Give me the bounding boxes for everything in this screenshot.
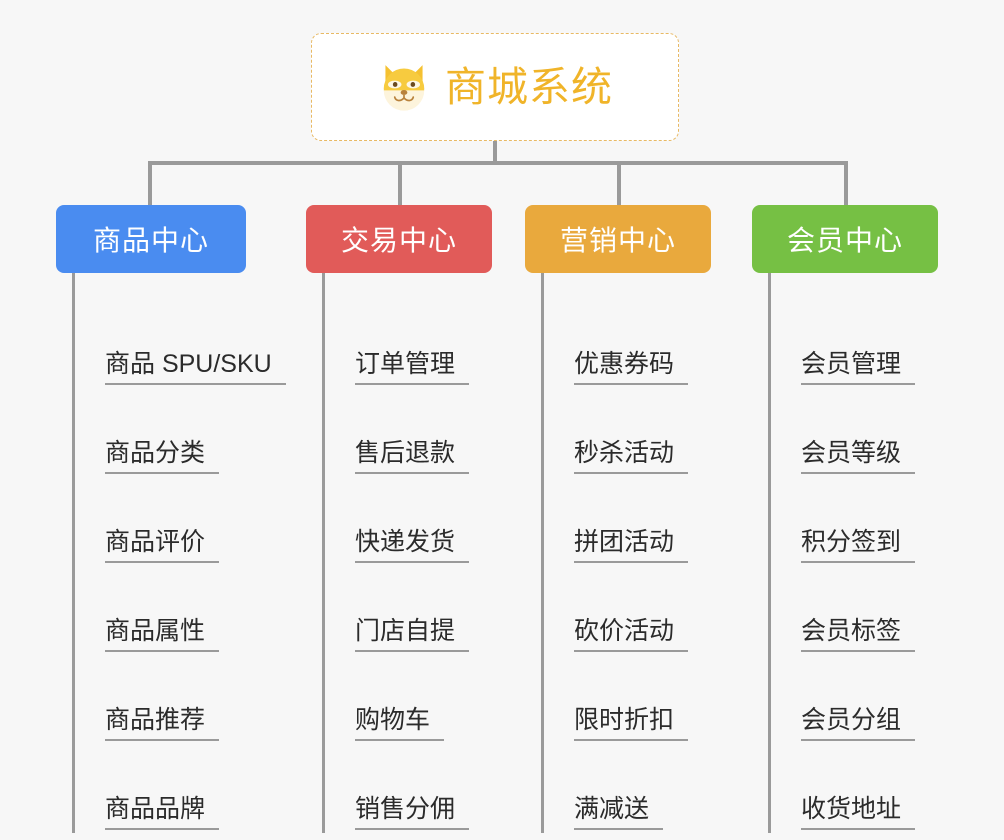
list-item-label: 会员等级 bbox=[801, 439, 916, 474]
branch-items-3: 优惠券码 秒杀活动 拼团活动 砍价活动 限时折扣 满减送 bbox=[541, 273, 715, 833]
list-item[interactable]: 商品评价 bbox=[75, 477, 246, 566]
connector-drop-4 bbox=[844, 161, 848, 205]
list-item[interactable]: 会员管理 bbox=[771, 299, 942, 388]
list-item-label: 商品品牌 bbox=[105, 795, 220, 830]
branch-column-3: 营销中心 优惠券码 秒杀活动 拼团活动 砍价活动 限时折扣 满减送 bbox=[525, 205, 715, 833]
branch-items-1: 商品 SPU/SKU 商品分类 商品评价 商品属性 商品推荐 商品品牌 bbox=[72, 273, 286, 833]
branch-items-2: 订单管理 售后退款 快递发货 门店自提 购物车 销售分佣 bbox=[322, 273, 496, 833]
list-item-label: 商品推荐 bbox=[105, 706, 220, 741]
list-item[interactable]: 收货地址 bbox=[771, 744, 942, 833]
list-item-label: 优惠券码 bbox=[574, 350, 689, 385]
list-item[interactable]: 砍价活动 bbox=[544, 566, 715, 655]
list-item-label: 销售分佣 bbox=[355, 795, 470, 830]
list-item[interactable]: 售后退款 bbox=[325, 388, 496, 477]
branch-column-4: 会员中心 会员管理 会员等级 积分签到 会员标签 会员分组 收货地址 bbox=[752, 205, 942, 833]
list-item-label: 商品评价 bbox=[105, 528, 220, 563]
branch-header-4[interactable]: 会员中心 bbox=[752, 205, 938, 273]
list-item[interactable]: 会员等级 bbox=[771, 388, 942, 477]
branch-label-3: 营销中心 bbox=[559, 225, 676, 256]
list-item-label: 售后退款 bbox=[355, 439, 470, 474]
list-item[interactable]: 满减送 bbox=[544, 744, 715, 833]
connector-horizontal-bus bbox=[148, 161, 848, 165]
list-item[interactable]: 销售分佣 bbox=[325, 744, 496, 833]
branch-items-4: 会员管理 会员等级 积分签到 会员标签 会员分组 收货地址 bbox=[768, 273, 942, 833]
list-item[interactable]: 积分签到 bbox=[771, 477, 942, 566]
list-item[interactable]: 商品品牌 bbox=[75, 744, 246, 833]
list-item-label: 拼团活动 bbox=[574, 528, 689, 563]
list-item[interactable]: 限时折扣 bbox=[544, 655, 715, 744]
branch-label-1: 商品中心 bbox=[92, 225, 209, 256]
branch-label-4: 会员中心 bbox=[786, 225, 903, 256]
list-item[interactable]: 会员分组 bbox=[771, 655, 942, 744]
list-item-label: 快递发货 bbox=[355, 528, 470, 563]
list-item-label: 会员标签 bbox=[801, 617, 916, 652]
connector-drop-3 bbox=[617, 161, 621, 205]
list-item[interactable]: 商品 SPU/SKU bbox=[75, 299, 286, 388]
list-item-label: 满减送 bbox=[574, 795, 664, 830]
list-item-label: 门店自提 bbox=[355, 617, 470, 652]
list-item[interactable]: 购物车 bbox=[325, 655, 496, 744]
list-item[interactable]: 拼团活动 bbox=[544, 477, 715, 566]
root-label: 商城系统 bbox=[445, 63, 613, 110]
branch-label-2: 交易中心 bbox=[340, 225, 457, 256]
list-item[interactable]: 秒杀活动 bbox=[544, 388, 715, 477]
root-node[interactable]: 商城系统 bbox=[311, 33, 679, 141]
list-item-label: 收货地址 bbox=[801, 795, 916, 830]
list-item-label: 商品 SPU/SKU bbox=[105, 350, 286, 385]
list-item-label: 订单管理 bbox=[355, 350, 470, 385]
list-item[interactable]: 快递发货 bbox=[325, 477, 496, 566]
list-item[interactable]: 商品推荐 bbox=[75, 655, 246, 744]
list-item[interactable]: 优惠券码 bbox=[544, 299, 715, 388]
list-item[interactable]: 商品分类 bbox=[75, 388, 246, 477]
shiba-dog-face-icon bbox=[383, 65, 425, 111]
branch-column-2: 交易中心 订单管理 售后退款 快递发货 门店自提 购物车 销售分佣 bbox=[306, 205, 496, 833]
branch-header-1[interactable]: 商品中心 bbox=[56, 205, 246, 273]
connector-root-stem bbox=[493, 141, 497, 165]
branch-header-2[interactable]: 交易中心 bbox=[306, 205, 492, 273]
list-item-label: 商品属性 bbox=[105, 617, 220, 652]
list-item-label: 限时折扣 bbox=[574, 706, 689, 741]
list-item-label: 商品分类 bbox=[105, 439, 220, 474]
list-item[interactable]: 门店自提 bbox=[325, 566, 496, 655]
list-item-label: 会员分组 bbox=[801, 706, 916, 741]
list-item-label: 砍价活动 bbox=[574, 617, 689, 652]
connector-drop-2 bbox=[398, 161, 402, 205]
branch-column-1: 商品中心 商品 SPU/SKU 商品分类 商品评价 商品属性 商品推荐 商品品牌 bbox=[56, 205, 286, 833]
connector-drop-1 bbox=[148, 161, 152, 205]
list-item-label: 购物车 bbox=[355, 706, 445, 741]
list-item-label: 秒杀活动 bbox=[574, 439, 689, 474]
list-item[interactable]: 会员标签 bbox=[771, 566, 942, 655]
list-item-label: 积分签到 bbox=[801, 528, 916, 563]
list-item[interactable]: 商品属性 bbox=[75, 566, 246, 655]
list-item[interactable]: 订单管理 bbox=[325, 299, 496, 388]
branch-header-3[interactable]: 营销中心 bbox=[525, 205, 711, 273]
list-item-label: 会员管理 bbox=[801, 350, 916, 385]
